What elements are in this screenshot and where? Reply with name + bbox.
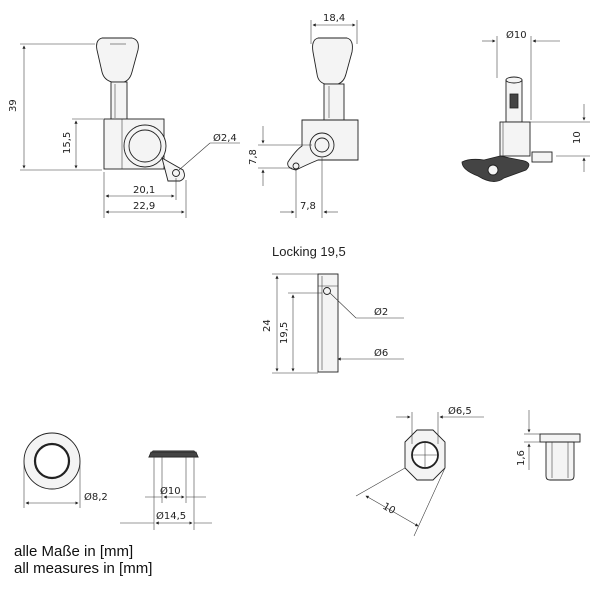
units-note: alle Maße in [mm] all measures in [mm] bbox=[14, 543, 152, 577]
front-view: Ø2,4 39 15,5 20,1 22,9 bbox=[8, 37, 240, 218]
dim-length-24: 24 bbox=[262, 319, 273, 332]
dim-side-width: 7,8 bbox=[300, 201, 316, 212]
units-note-english: all measures in [mm] bbox=[14, 560, 152, 577]
dim-hex-diameter: Ø6,5 bbox=[448, 405, 472, 417]
dim-post-diameter: Ø10 bbox=[506, 29, 527, 41]
dim-body-height: 15,5 bbox=[62, 132, 73, 154]
dim-bushing-outer: Ø14,5 bbox=[156, 510, 186, 522]
dim-side-height: 7,8 bbox=[248, 149, 259, 165]
bushing-view: Ø10 Ø14,5 bbox=[120, 450, 212, 530]
dim-across-flats: 10 bbox=[381, 501, 398, 517]
washer-view: Ø8,2 bbox=[23, 432, 108, 508]
post-view: Ø10 10 bbox=[461, 29, 590, 182]
nut-side-view: 1,6 bbox=[516, 410, 581, 481]
dim-overall-height: 39 bbox=[8, 99, 19, 112]
side-view: 18,4 7,8 7,8 bbox=[248, 13, 359, 218]
dim-bushing-inner: Ø10 bbox=[160, 485, 181, 497]
dim-length-20: 20,1 bbox=[133, 185, 155, 196]
locking-title: Locking 19,5 bbox=[272, 244, 346, 259]
dim-washer-diameter: Ø8,2 bbox=[84, 491, 108, 503]
dim-length-195: 19,5 bbox=[279, 322, 290, 344]
dim-top-width: 18,4 bbox=[323, 13, 345, 24]
locking-pin-view: Locking 19,5 Ø2 Ø6 24 19,5 bbox=[262, 244, 404, 374]
dim-post-height: 10 bbox=[572, 131, 583, 144]
dim-hole-diameter: Ø2,4 bbox=[213, 132, 237, 144]
dim-length-22: 22,9 bbox=[133, 201, 155, 212]
dim-diameter-6: Ø6 bbox=[374, 347, 388, 359]
hex-nut-view: Ø6,5 10 bbox=[355, 405, 484, 537]
dim-nut-thickness: 1,6 bbox=[516, 450, 527, 466]
units-note-german: alle Maße in [mm] bbox=[14, 543, 133, 560]
dim-hole-2: Ø2 bbox=[374, 306, 388, 318]
